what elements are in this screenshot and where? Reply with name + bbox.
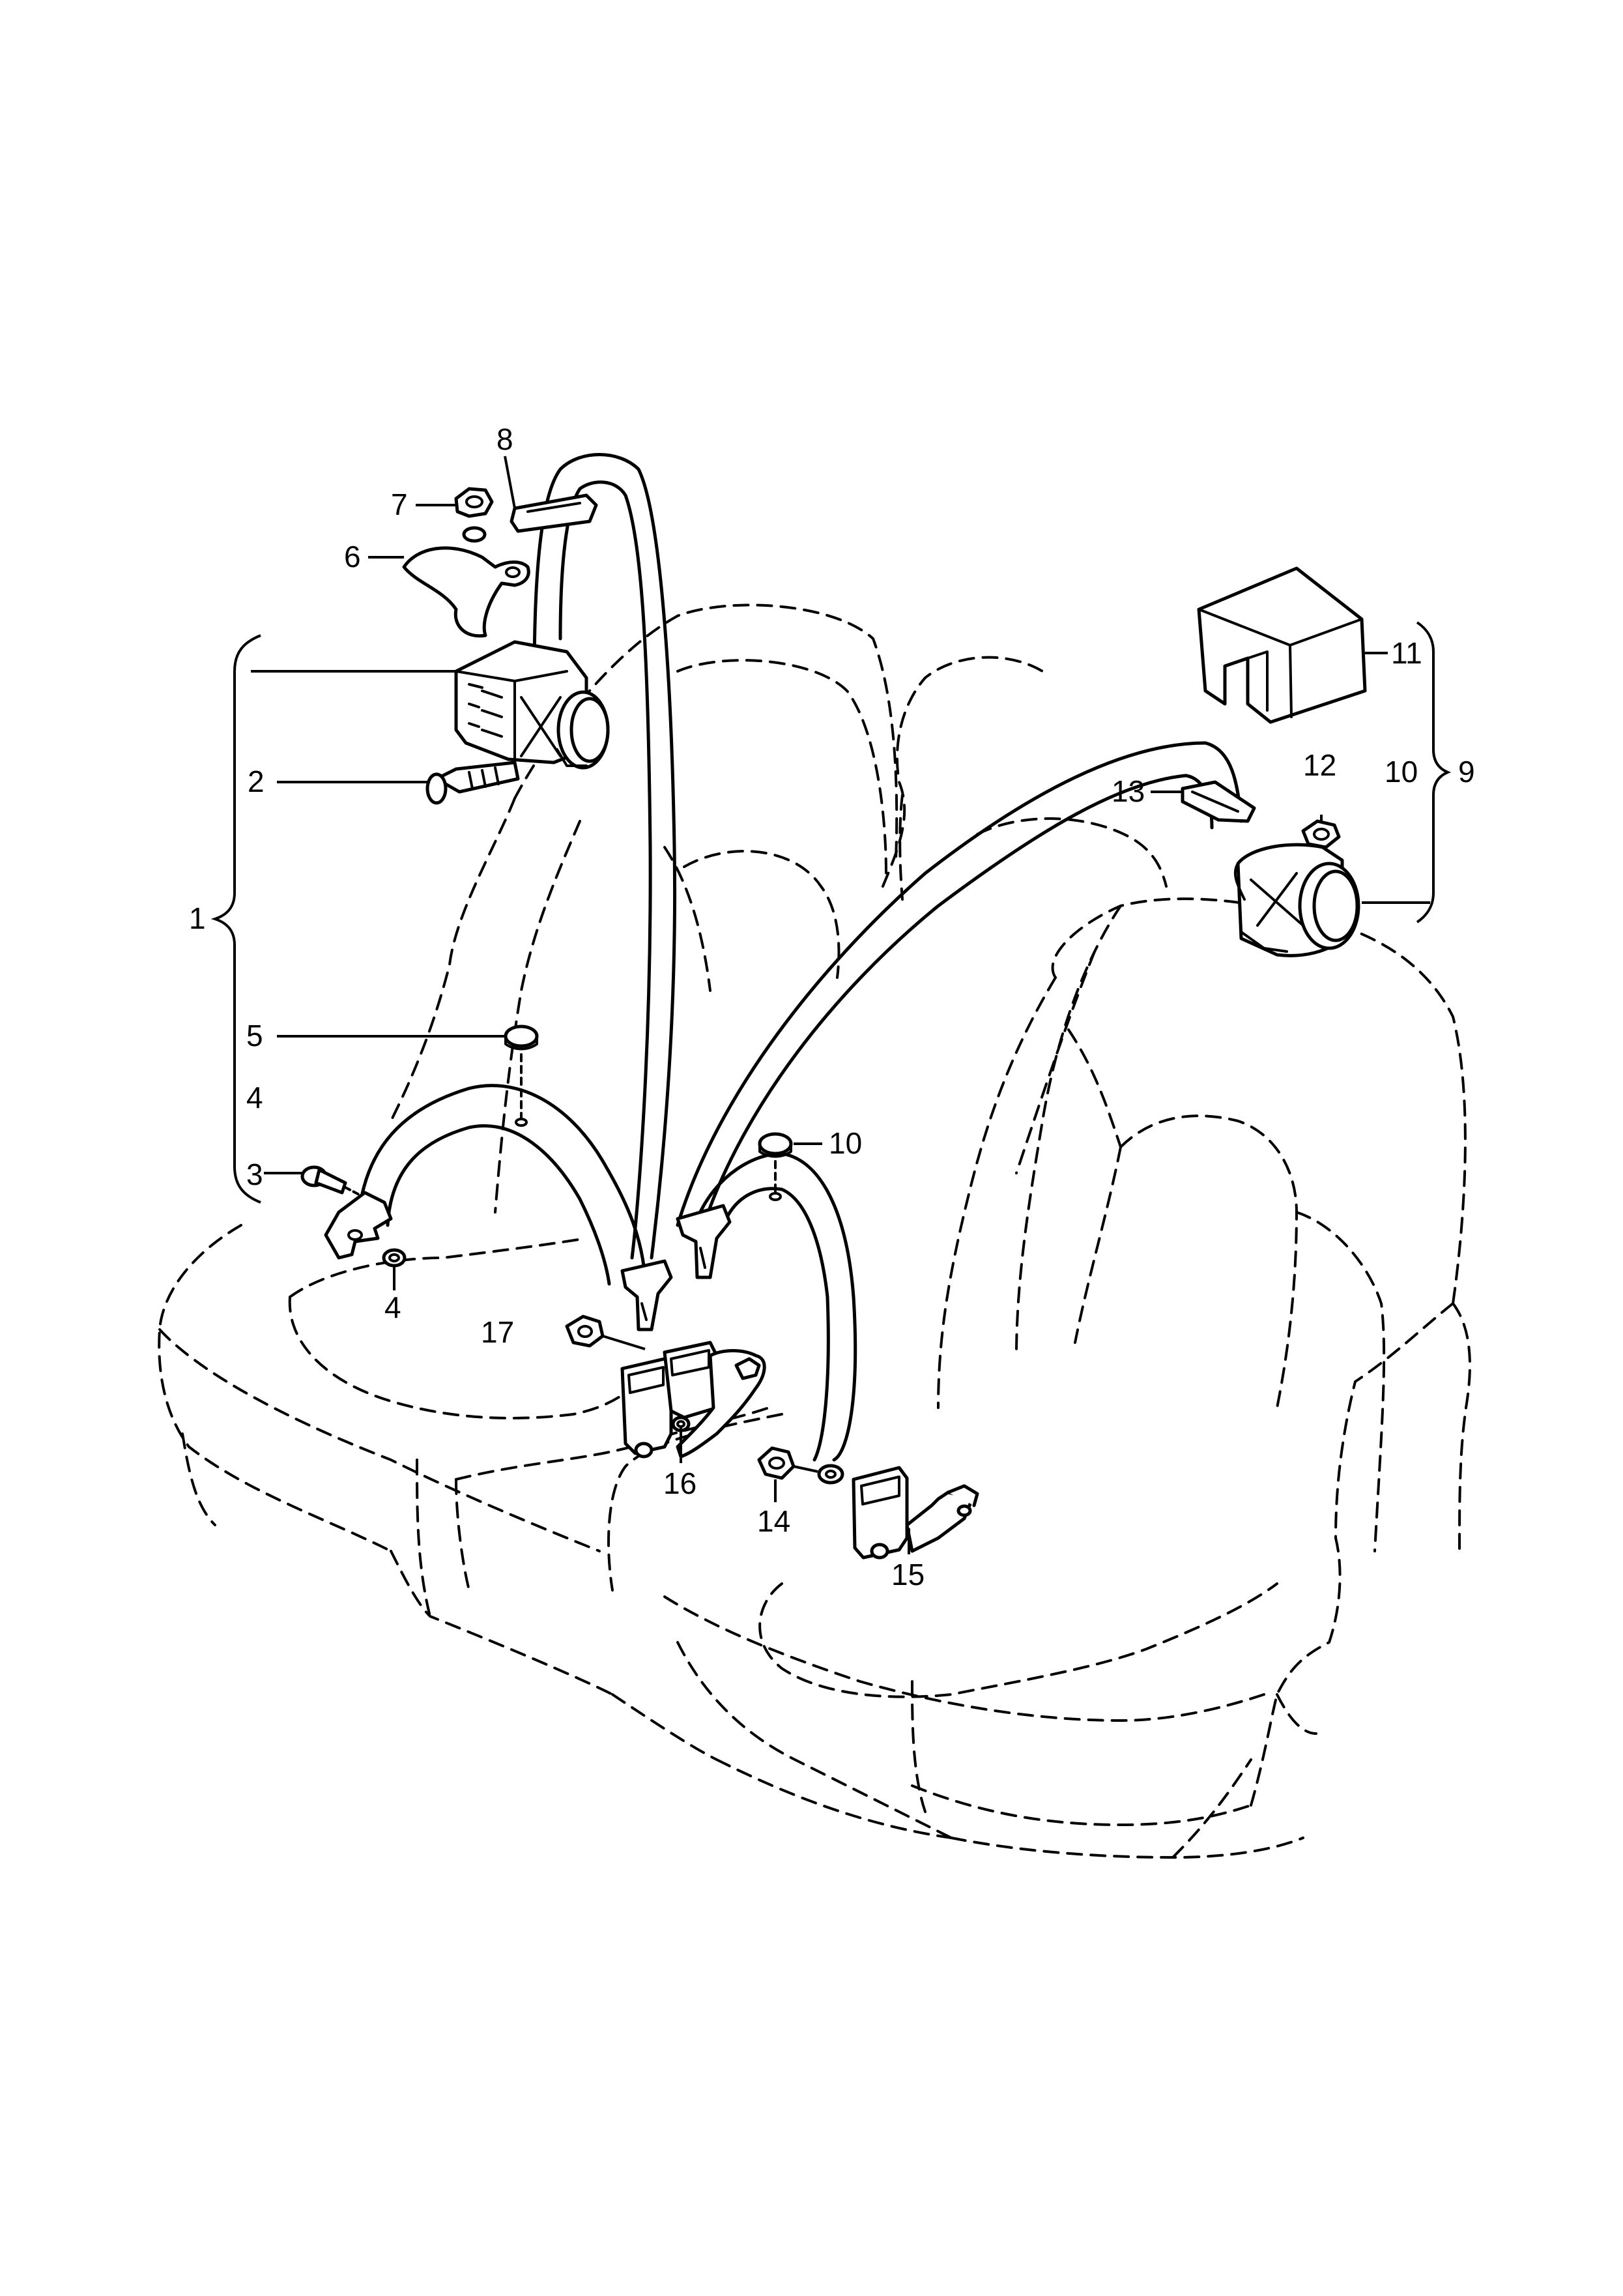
- callout-4-side: 4: [246, 1081, 263, 1114]
- bolt-2: [425, 761, 520, 805]
- nut-17: [565, 1315, 646, 1350]
- left-belt-tongue: [620, 1259, 673, 1331]
- callout-6: 6: [344, 540, 361, 574]
- nut-7: [454, 487, 494, 543]
- callout-14: 14: [757, 1504, 790, 1538]
- anchor-bolt-3: [300, 1165, 363, 1197]
- callout-2: 2: [248, 764, 265, 798]
- buckle-15: [852, 1466, 979, 1560]
- callout-15: 15: [891, 1558, 925, 1591]
- callout-16: 16: [663, 1466, 697, 1500]
- leader-lines: [210, 456, 1452, 1554]
- callout-7: 7: [391, 487, 408, 521]
- twin-buckle-16: [620, 1341, 766, 1459]
- grommet-5: [504, 1024, 539, 1127]
- left-lap-belt: [356, 1084, 647, 1286]
- callout-17: 17: [481, 1315, 514, 1349]
- callout-11: 11: [1391, 636, 1422, 670]
- nut-14: [757, 1446, 844, 1485]
- retractor-cover-11: [1197, 566, 1367, 724]
- centre-belt-tongue: [676, 1204, 732, 1279]
- callout-4: 4: [384, 1290, 401, 1324]
- callout-labels: 1 2 3 4 4 5 6 7 8 9 10 10 11 12 13 14 15…: [189, 422, 1475, 1591]
- left-belt-retractor: [454, 640, 610, 770]
- callout-3: 3: [246, 1157, 263, 1191]
- right-belt-retractor: [1233, 843, 1360, 957]
- belt-guide-13: [1181, 780, 1256, 823]
- callout-8: 8: [496, 422, 513, 456]
- grommet-10: [758, 1132, 793, 1201]
- callout-10-right: 10: [1385, 755, 1418, 789]
- left-shoulder-belt: [532, 453, 677, 1260]
- belt-guide-8: [510, 493, 598, 533]
- callout-5: 5: [246, 1019, 263, 1053]
- callout-10: 10: [829, 1126, 862, 1160]
- centre-lap-belt: [695, 1152, 857, 1462]
- callout-13: 13: [1112, 774, 1145, 808]
- callout-9: 9: [1458, 755, 1475, 789]
- callout-1: 1: [189, 901, 206, 935]
- callout-12: 12: [1303, 748, 1336, 782]
- nut-12: [1301, 819, 1341, 849]
- clip-6: [402, 546, 530, 638]
- anchor-plate-4: [324, 1191, 407, 1268]
- right-shoulder-belt: [676, 741, 1243, 1227]
